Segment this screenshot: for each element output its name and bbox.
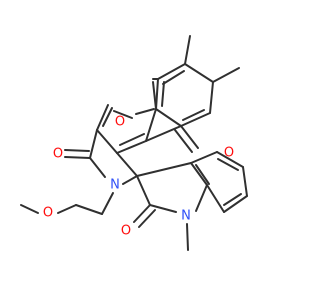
bond-indol-4 [190, 162, 208, 186]
atom-labels: O O O O O N N [43, 115, 234, 239]
bond-pyrrol-3 [122, 175, 138, 185]
bond-n-methyl [186, 223, 189, 251]
bond-ar-4 [223, 195, 248, 213]
bond-ar-6-inner [195, 164, 210, 185]
bond-indol-1 [136, 175, 151, 206]
molecule-structure: O O O O O N N [0, 0, 300, 300]
bond-indol-3 [195, 184, 208, 212]
atom-o-ketone: O [224, 146, 234, 161]
bond-pyran-8 [152, 81, 157, 110]
bond-lactam-up-1 [64, 156, 91, 159]
bond-chain-2 [75, 204, 103, 215]
bonds [20, 35, 248, 251]
bond-pyran-3 [145, 108, 157, 142]
bond-pyrrol-4 [116, 152, 138, 177]
bond-ar-3 [242, 166, 248, 197]
bond-pyran-6-inner [102, 107, 113, 127]
bond-ar-1 [190, 151, 218, 164]
background [0, 0, 300, 300]
bond-ketone-2 [174, 129, 193, 153]
bond-lactam-low-2 [138, 209, 156, 228]
bond-pyrrol-2 [89, 157, 106, 178]
bond-methyl-a [184, 35, 191, 65]
bond-pyrrol-1 [89, 129, 98, 159]
bond-benzo-6 [157, 63, 186, 80]
bond-ar-2-inner [217, 158, 239, 171]
bond-benzo-6-inner [162, 70, 185, 85]
bond-indol-2 [149, 204, 177, 213]
bond-methyl-b [212, 67, 240, 83]
atom-o-lactam-upper: O [53, 147, 63, 162]
bond-benzo-3-inner [182, 109, 205, 121]
bond-ketone-1 [180, 125, 199, 149]
bond-pyran-2 [135, 108, 155, 115]
bond-benzo-3 [180, 112, 211, 127]
bond-ar-5 [206, 184, 225, 213]
bond-pyran-6 [96, 104, 109, 131]
bond-pyran-5 [96, 129, 118, 154]
bond-pyran-4 [116, 140, 147, 154]
bond-lactam-low-1 [133, 204, 151, 223]
bond-indol-5 [136, 162, 192, 177]
bond-lactam-up-2 [64, 149, 90, 152]
bond-benzo-2 [209, 81, 214, 114]
atom-o-ether: O [43, 206, 53, 221]
atom-n-indoline: N [181, 209, 191, 224]
bond-benzo-1 [184, 63, 214, 83]
bond-benzo-4 [155, 108, 182, 127]
bond-pyran-7 [113, 110, 133, 119]
atom-n-pyrrolidinone: N [110, 178, 120, 193]
atom-o-ring: O [115, 115, 125, 130]
bond-chain-4 [20, 204, 39, 214]
bond-ar-2 [216, 151, 244, 168]
bond-benzo-5-inner [161, 81, 165, 107]
bond-ring-fuse [145, 125, 182, 142]
bond-chain-3 [57, 204, 77, 214]
bond-chain-1 [101, 192, 114, 215]
atom-o-lactam-lower: O [121, 224, 131, 239]
bond-ar-4-inner [223, 193, 242, 206]
bond-pyran-4-inner [119, 133, 145, 146]
